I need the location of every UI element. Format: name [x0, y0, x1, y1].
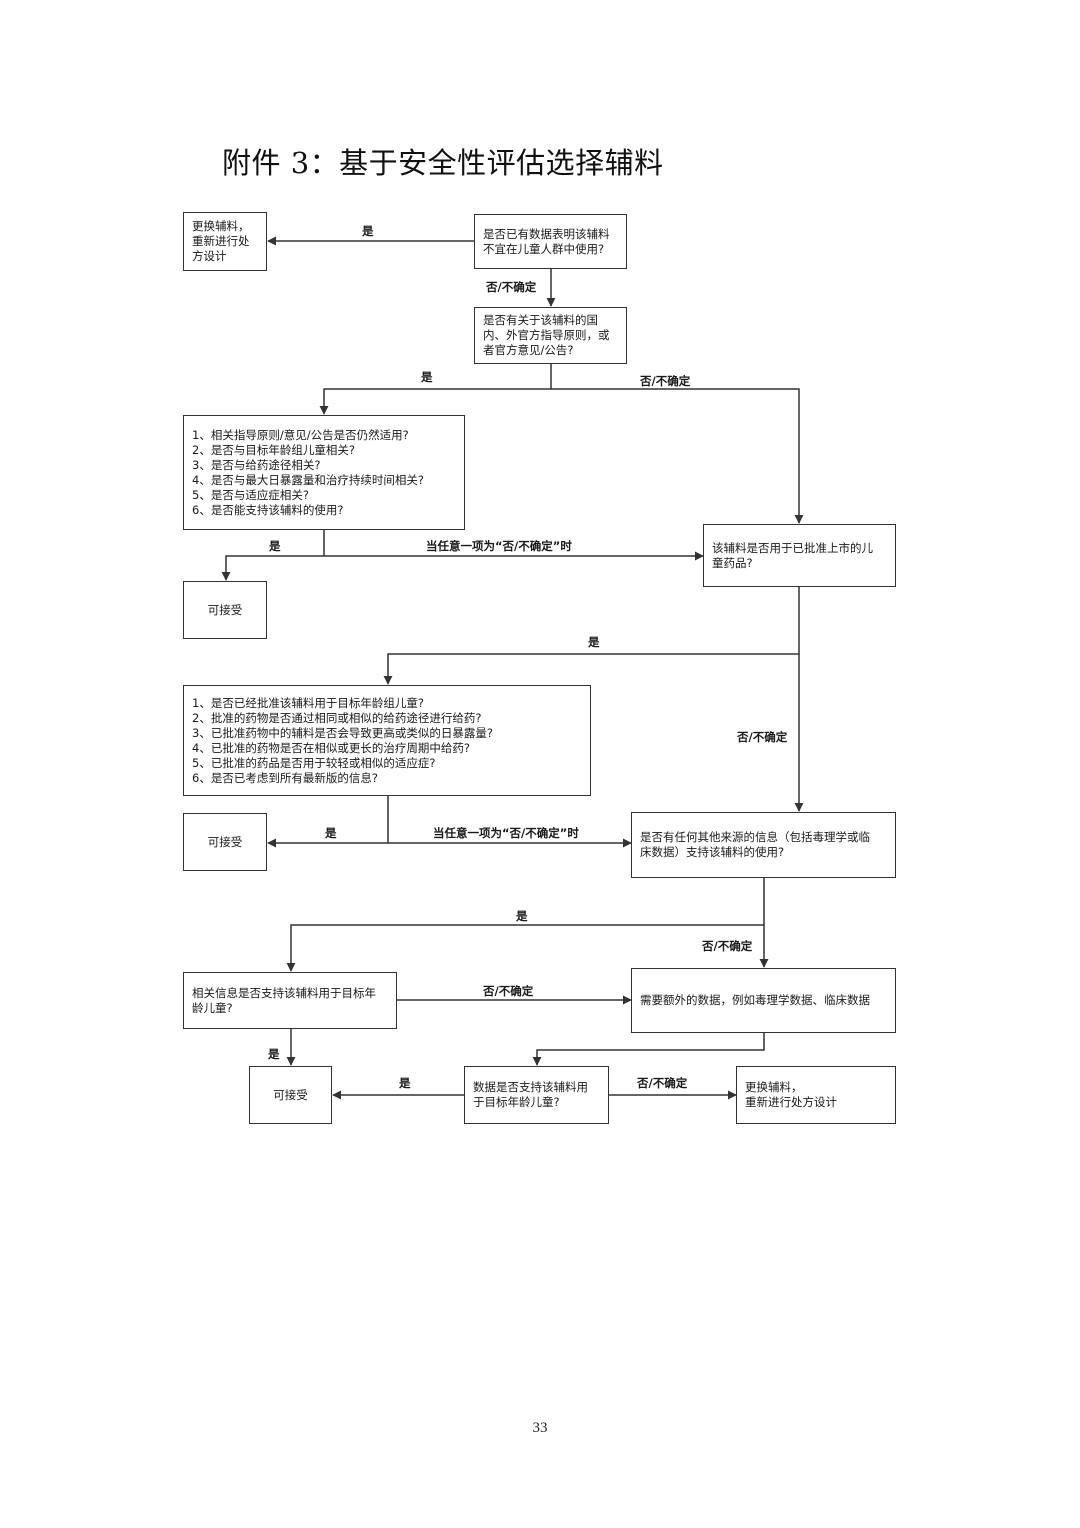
- box-replace-excipient-bottom: 更换辅料， 重新进行处方设计: [736, 1066, 896, 1124]
- arrow-q2-yes: [319, 364, 552, 415]
- box-replace-excipient-top: 更换辅料， 重新进行处 方设计: [183, 212, 267, 271]
- arrow-q3-yes: [383, 587, 800, 685]
- box-text: 需要额外的数据，例如毒理学数据、临床数据: [640, 993, 870, 1007]
- edge-label-yes: 是: [362, 224, 374, 238]
- box-text: 是否有任何其他来源的信息（包括毒理学或临 床数据）支持该辅料的使用?: [640, 830, 870, 859]
- box-question-unsuitable-data: 是否已有数据表明该辅料 不宜在儿童人群中使用?: [474, 214, 627, 269]
- box-need-additional-data: 需要额外的数据，例如毒理学数据、临床数据: [631, 968, 896, 1033]
- arrow-need-data-to-q6: [532, 1033, 765, 1066]
- box-text: 可接受: [273, 1087, 308, 1102]
- edge-label-any-no: 当任意一项为“否/不确定”时: [433, 826, 579, 840]
- page-number: 33: [532, 1420, 548, 1436]
- box-text: 可接受: [207, 602, 243, 617]
- box-text: 1、是否已经批准该辅料用于目标年龄组儿童? 2、批准的药物是否通过相同或相似的给…: [192, 695, 493, 785]
- box-question-info-supports: 相关信息是否支持该辅料用于目标年 龄儿童?: [183, 972, 397, 1029]
- edge-label-yes: 是: [588, 635, 600, 649]
- arrow-checklist1-yes: [221, 529, 325, 581]
- box-text: 是否已有数据表明该辅料 不宜在儿童人群中使用?: [483, 226, 610, 256]
- edge-label-yes: 是: [399, 1076, 411, 1090]
- page-title: 附件 3：基于安全性评估选择辅料: [222, 146, 664, 180]
- edge-label-no-uncertain: 否/不确定: [737, 730, 788, 744]
- edge-label-yes: 是: [325, 826, 337, 840]
- box-checklist-guidance: 1、相关指导原则/意见/公告是否仍然适用? 2、是否与目标年龄组儿童相关? 3、…: [183, 415, 465, 530]
- arrow-q4-yes: [286, 878, 765, 972]
- box-acceptable-3: 可接受: [249, 1066, 332, 1124]
- edge-label-no-uncertain: 否/不确定: [640, 374, 691, 388]
- box-text: 相关信息是否支持该辅料用于目标年 龄儿童?: [192, 985, 376, 1015]
- box-text: 数据是否支持该辅料用 于目标年龄儿童?: [473, 1080, 588, 1109]
- edge-label-yes: 是: [516, 909, 528, 923]
- edge-label-no-uncertain: 否/不确定: [486, 280, 537, 294]
- edge-label-no-uncertain: 否/不确定: [483, 984, 534, 998]
- box-acceptable-2: 可接受: [183, 813, 267, 871]
- box-text: 更换辅料， 重新进行处方设计: [745, 1080, 837, 1109]
- edge-label-no-uncertain: 否/不确定: [702, 939, 753, 953]
- box-text: 可接受: [207, 834, 243, 849]
- edge-label-yes: 是: [421, 370, 433, 384]
- box-question-data-supports: 数据是否支持该辅料用 于目标年龄儿童?: [464, 1066, 609, 1124]
- box-text: 更换辅料， 重新进行处 方设计: [192, 219, 250, 263]
- box-question-approved-pediatric-product: 该辅料是否用于已批准上市的儿 童药品?: [703, 524, 896, 587]
- box-text: 1、相关指导原则/意见/公告是否仍然适用? 2、是否与目标年龄组儿童相关? 3、…: [192, 427, 424, 517]
- edge-label-any-no: 当任意一项为“否/不确定”时: [426, 539, 572, 553]
- box-question-other-sources: 是否有任何其他来源的信息（包括毒理学或临 床数据）支持该辅料的使用?: [631, 812, 896, 878]
- box-text: 该辅料是否用于已批准上市的儿 童药品?: [712, 540, 873, 570]
- arrow-q2-no: [551, 388, 804, 524]
- box-question-official-guidance: 是否有关于该辅料的国 内、外官方指导原则，或 者官方意见/公告?: [474, 307, 627, 364]
- box-checklist-approved-product: 1、是否已经批准该辅料用于目标年龄组儿童? 2、批准的药物是否通过相同或相似的给…: [183, 685, 591, 796]
- edge-label-yes: 是: [268, 1047, 280, 1061]
- box-text: 是否有关于该辅料的国 内、外官方指导原则，或 者官方意见/公告?: [483, 313, 610, 357]
- box-acceptable-1: 可接受: [183, 581, 267, 639]
- edge-label-no-uncertain: 否/不确定: [637, 1076, 688, 1090]
- edge-label-yes: 是: [269, 539, 281, 553]
